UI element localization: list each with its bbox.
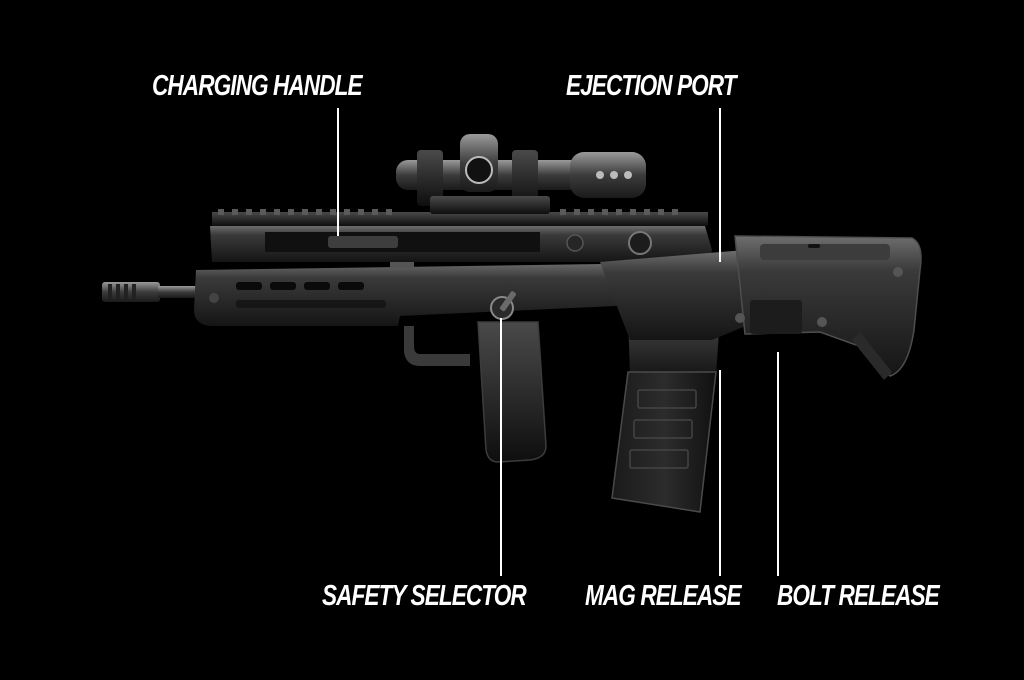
safety-selector-part [490,291,516,320]
upper-receiver [210,226,712,262]
label-ejection-port: EJECTION PORT [566,70,737,102]
label-mag-release: MAG RELEASE [585,580,742,612]
label-charging-handle: CHARGING HANDLE [152,70,363,102]
scope [396,134,646,214]
pistol-grip [477,321,547,463]
stock [600,235,922,380]
label-safety-selector: SAFETY SELECTOR [322,580,527,612]
trigger-guard [404,326,470,366]
top-rail [212,209,708,226]
label-bolt-release: BOLT RELEASE [777,580,940,612]
barrel [102,282,198,302]
